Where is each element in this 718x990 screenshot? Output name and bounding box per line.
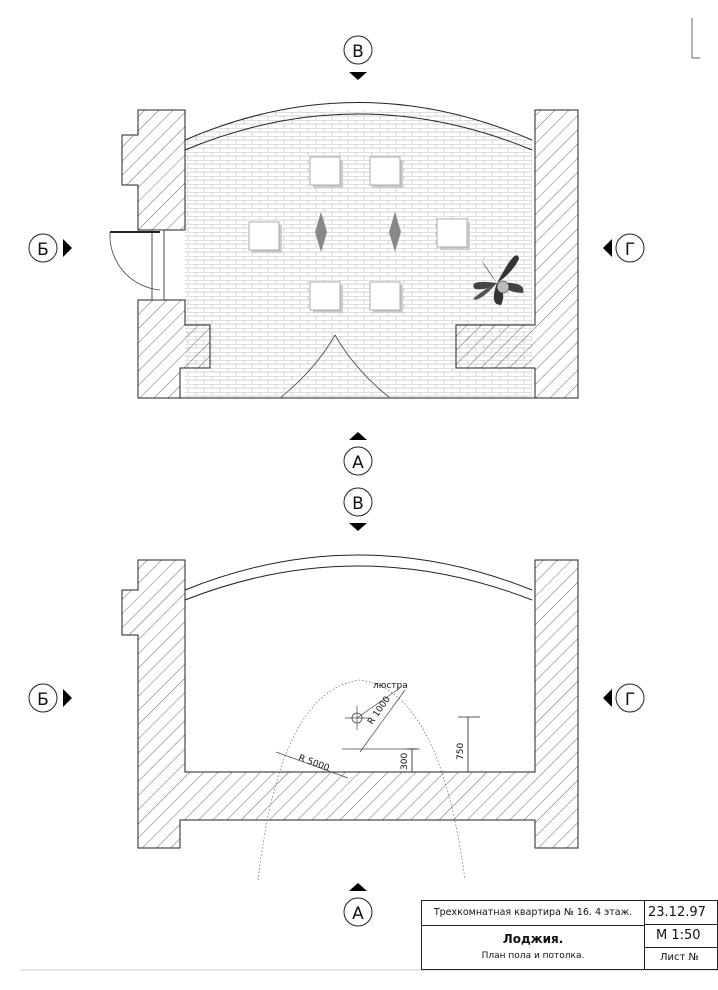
marker-right-label: Г bbox=[625, 240, 635, 260]
chandelier-label: люстра bbox=[373, 681, 408, 691]
dim-750-label: 750 bbox=[456, 743, 466, 760]
date: 23.12.97 bbox=[648, 905, 706, 920]
wall-left-lower bbox=[137, 299, 211, 399]
radius-small-label: R 1000 bbox=[366, 695, 393, 727]
ceiling-marker-bottom-label: А bbox=[352, 904, 364, 924]
title-block: Трехкомнатная квартира № 16. 4 этаж. Лод… bbox=[421, 900, 718, 970]
ceiling-marker-left-label: Б bbox=[37, 690, 49, 710]
wall-left-upper bbox=[121, 109, 186, 231]
ceiling-marker-right-label: Г bbox=[625, 690, 635, 710]
sheet-number: Лист № bbox=[660, 952, 699, 963]
light-fixtures bbox=[248, 156, 470, 313]
ceiling-walls bbox=[121, 559, 579, 849]
scale: М 1:50 bbox=[656, 928, 701, 943]
project-title: Трехкомнатная квартира № 16. 4 этаж. bbox=[433, 907, 633, 918]
room-title: Лоджия. bbox=[502, 932, 564, 946]
sheet-name: План пола и потолка. bbox=[481, 951, 585, 961]
plant-icon bbox=[473, 255, 524, 305]
marker-left-label: Б bbox=[37, 240, 49, 260]
door bbox=[109, 229, 165, 301]
ceiling-marker-top-label: В bbox=[352, 494, 364, 514]
wall-right bbox=[455, 109, 579, 399]
marker-top-label: В bbox=[352, 42, 364, 62]
dim-300-label: 300 bbox=[400, 753, 410, 770]
floor-plan: В А Б Г bbox=[28, 35, 645, 476]
ceiling-plan: люстра R 1000 R 5000 300 750 В А Б Г bbox=[28, 487, 645, 927]
radius-large-label: R 5000 bbox=[297, 753, 331, 773]
marker-bottom-label: А bbox=[352, 453, 364, 473]
